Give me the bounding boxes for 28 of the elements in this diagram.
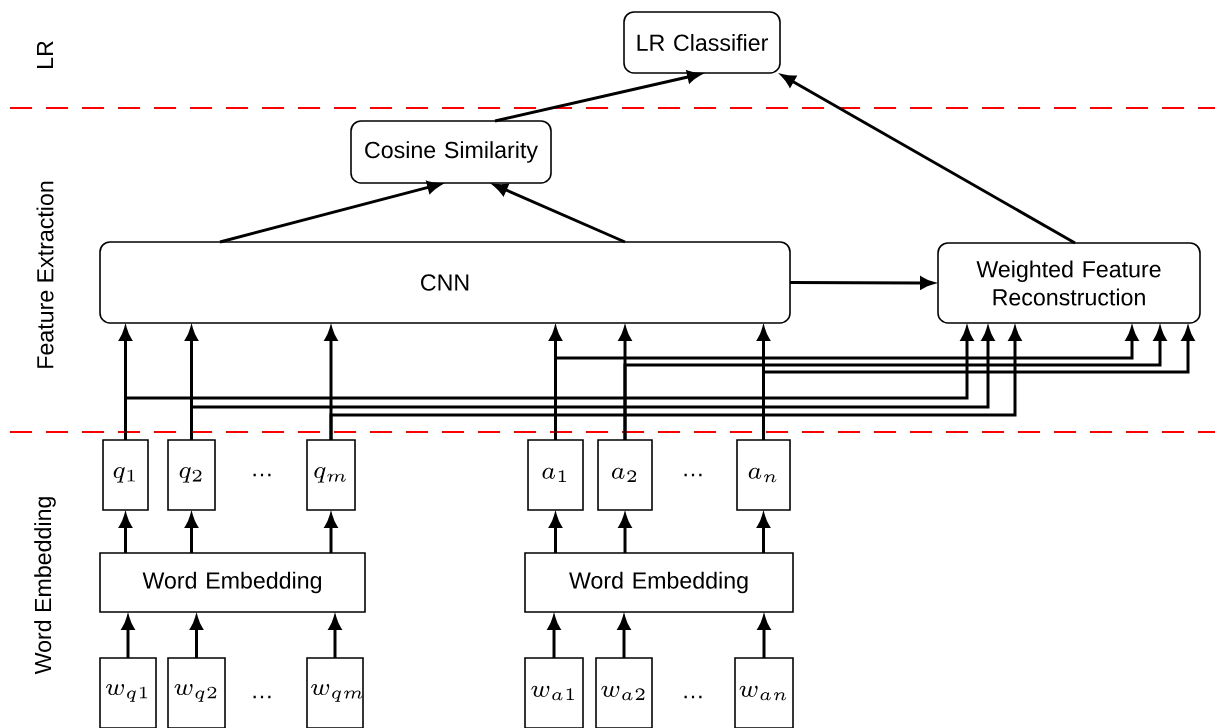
section-label: Feature Extraction <box>36 181 54 368</box>
vector-box: $a_n$ <box>736 439 791 511</box>
vector-box: $q_1$ <box>102 439 149 511</box>
vector-box: $q_2$ <box>167 439 216 511</box>
vector-box: $w_{a2}$ <box>595 657 653 728</box>
ellipsis: … <box>253 473 271 477</box>
vector-box: $w_{q1}$ <box>99 657 157 728</box>
ellipsis: … <box>684 695 702 699</box>
arrow <box>781 74 1076 245</box>
vector-box: $w_{an}$ <box>734 657 794 728</box>
embedding-box: Word Embedding <box>524 552 794 613</box>
section-label: LR <box>37 41 53 68</box>
process-box: Weighted Feature Reconstruction <box>937 242 1201 324</box>
embedding-box: Word Embedding <box>99 552 366 613</box>
vector-box: $a_1$ <box>527 439 584 511</box>
vector-box: $a_2$ <box>597 439 653 511</box>
ellipsis: … <box>253 695 271 699</box>
section-label: Word Embedding <box>34 497 56 675</box>
vector-box: $q_m$ <box>306 439 356 511</box>
arrow <box>493 183 626 244</box>
process-box: LR Classifier <box>623 11 781 74</box>
process-box: Cosine Similarity <box>350 120 552 184</box>
process-box: CNN <box>99 241 791 324</box>
arrow <box>494 70 702 123</box>
vector-box: $w_{q2}$ <box>167 657 226 728</box>
ellipsis: … <box>684 473 702 477</box>
vector-box: $w_{a1}$ <box>524 657 584 728</box>
arrow <box>219 181 442 244</box>
